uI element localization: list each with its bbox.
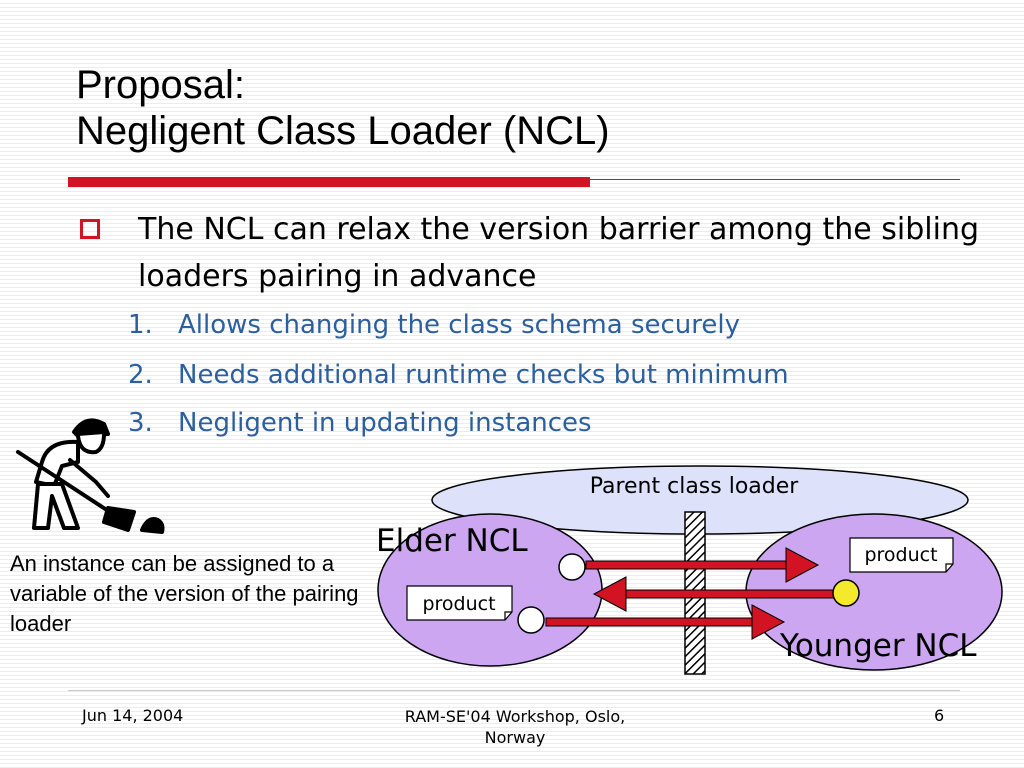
product-note-left: [406, 585, 513, 621]
title-line-2: Negligent Class Loader (NCL): [76, 109, 610, 153]
digging-worker-icon: [16, 418, 165, 534]
elder-ncl-label: Elder NCL: [376, 523, 528, 559]
product-note-right: [849, 537, 954, 573]
sub-item-text: Negligent in updating instances: [178, 408, 592, 438]
elder-object-bottom: [517, 606, 545, 634]
title-underline-thin: [590, 179, 960, 180]
footer-date: Jun 14, 2004: [82, 706, 184, 725]
arrow-elder-to-younger-top: [585, 547, 820, 583]
main-bullet: The NCL can relax the version barrier am…: [138, 212, 980, 294]
page-number: 6: [934, 706, 945, 725]
sub-item-number: 1.: [128, 310, 153, 340]
sub-item-number: 3.: [128, 408, 153, 438]
title-line-1: Proposal:: [76, 63, 245, 107]
younger-ncl-label: Younger NCL: [779, 628, 977, 664]
sub-item-number: 2.: [128, 360, 153, 390]
sub-item-text: Needs additional runtime checks but mini…: [178, 360, 789, 390]
parent-loader-label: Parent class loader: [590, 474, 800, 499]
product-label-left: product: [422, 593, 495, 615]
arrow-elder-to-younger-bottom: [545, 604, 786, 640]
title-underline: [68, 177, 590, 187]
slide-title: Proposal: Negligent Class Loader (NCL): [76, 62, 610, 154]
product-label-right: product: [864, 544, 937, 566]
sub-item-text: Allows changing the class schema securel…: [178, 310, 740, 340]
younger-object: [832, 579, 860, 607]
footer-event: RAM-SE'04 Workshop, Oslo, Norway: [404, 707, 626, 747]
elder-object-top: [558, 553, 586, 581]
assignment-note: An instance can be assigned to a variabl…: [10, 551, 359, 636]
footer-divider: [68, 690, 960, 691]
bullet-square-icon: [80, 219, 100, 239]
